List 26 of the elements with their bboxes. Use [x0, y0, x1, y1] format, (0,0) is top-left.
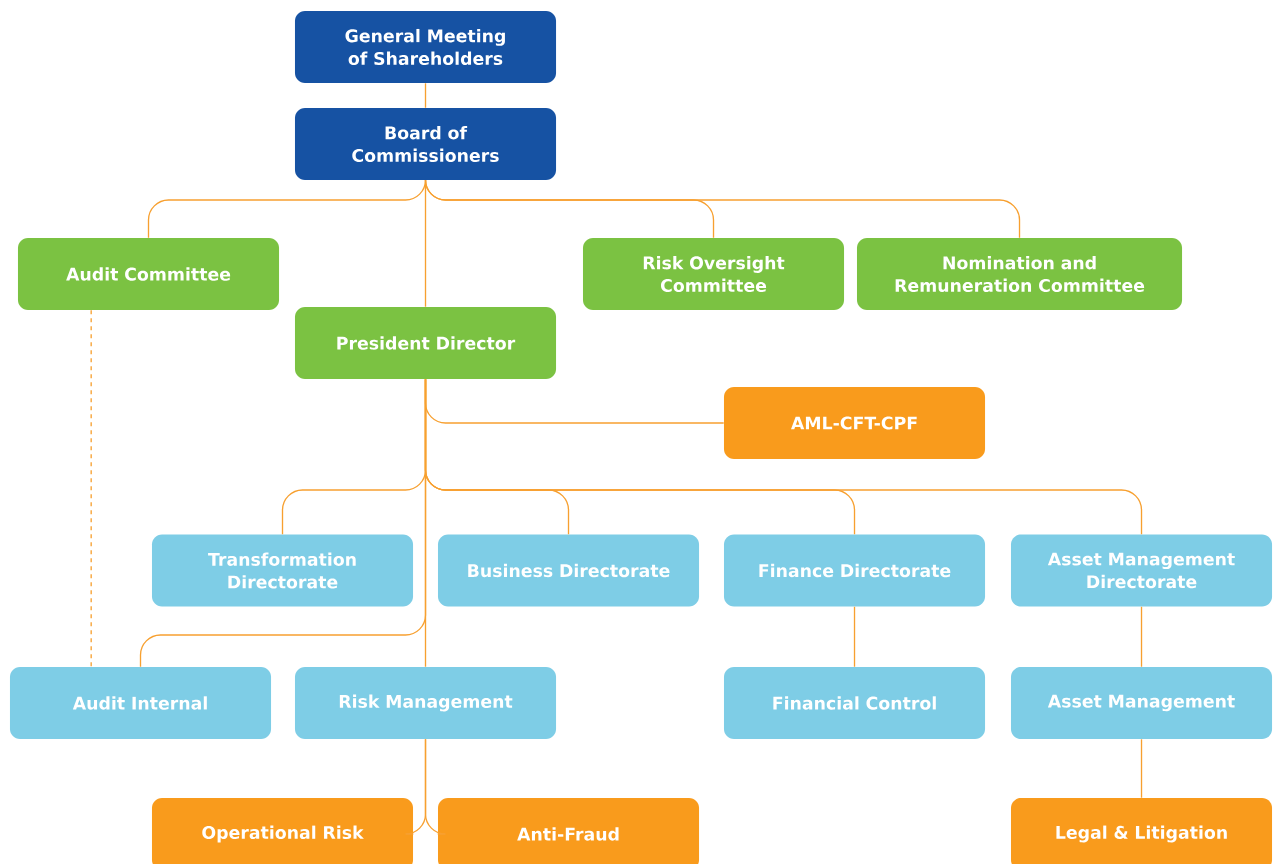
connector-line [1140, 738, 1143, 799]
connector-line [424, 82, 427, 109]
org-unit-box: Anti-Fraud [438, 798, 700, 864]
org-unit-box: AML-CFT-CPF [724, 387, 986, 459]
org-unit-box: Risk Oversight Committee [583, 238, 845, 310]
connector-line [90, 309, 92, 668]
org-unit-box: Audit Committee [17, 238, 280, 310]
connector-line [853, 606, 856, 668]
org-unit-box: Nomination and Remuneration Committee [857, 238, 1183, 310]
org-unit-box: Board of Commissioners [294, 108, 557, 180]
org-unit-box: Business Directorate [438, 534, 700, 607]
org-unit-box: General Meeting of Shareholders [294, 11, 557, 83]
org-unit-box: Asset Management [1011, 667, 1273, 739]
connector-line [424, 378, 427, 668]
org-unit-box: Audit Internal [9, 667, 272, 739]
connector-line [424, 179, 427, 308]
org-unit-box: Financial Control [724, 667, 986, 739]
connector-line [1140, 606, 1143, 668]
org-unit-box: President Director [294, 307, 557, 379]
org-unit-box: Operational Risk [151, 798, 414, 864]
org-unit-box: Asset Management Directorate [1011, 534, 1273, 607]
connector-line [424, 738, 447, 835]
org-unit-box: Finance Directorate [724, 534, 986, 607]
org-unit-box: Risk Management [294, 667, 557, 739]
org-unit-box: Transformation Directorate [151, 534, 414, 607]
org-unit-box: Legal & Litigation [1011, 798, 1273, 864]
